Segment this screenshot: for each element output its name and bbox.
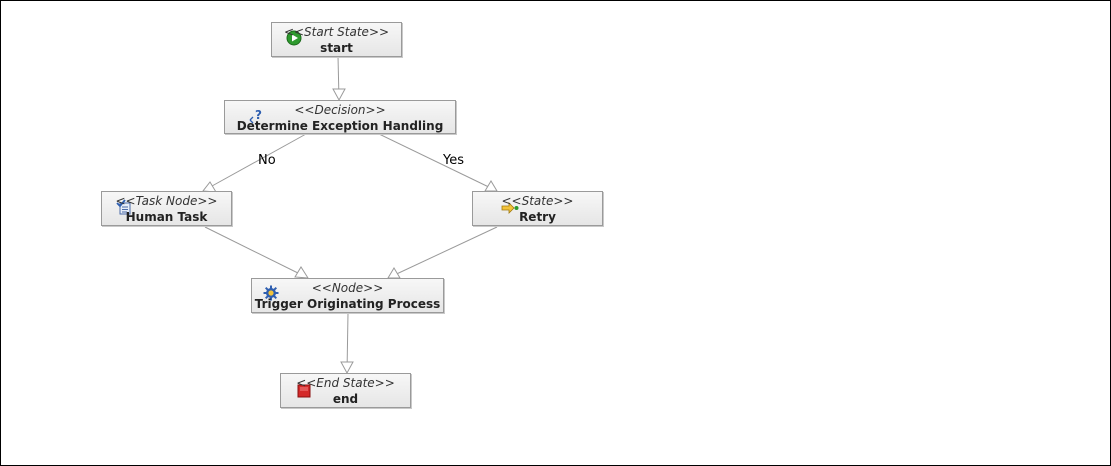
node-end[interactable]: <<End State>> end — [280, 373, 411, 408]
task-icon — [116, 199, 132, 215]
edge-label-no: No — [258, 153, 276, 168]
node-trigger-title: Trigger Originating Process — [254, 297, 441, 311]
arrow-task-trigger — [294, 266, 309, 279]
node-decision[interactable]: ? <<Decision>> Determine Exception Handl… — [224, 100, 456, 134]
node-end-stereotype: <<End State>> — [296, 376, 395, 390]
stop-icon — [297, 383, 313, 399]
arrow-start-decision — [332, 88, 346, 102]
svg-text:?: ? — [255, 108, 262, 122]
edge-label-yes: Yes — [443, 153, 464, 168]
gear-icon — [263, 285, 279, 301]
node-trigger-stereotype: <<Node>> — [311, 281, 384, 295]
node-trigger[interactable]: <<Node>> Trigger Originating Process — [251, 278, 444, 313]
node-task[interactable]: <<Task Node>> Human Task — [101, 191, 232, 226]
node-task-stereotype: <<Task Node>> — [115, 194, 218, 208]
node-end-title: end — [332, 392, 359, 406]
state-icon — [501, 200, 519, 216]
node-decision-title: Determine Exception Handling — [236, 119, 444, 133]
node-start-stereotype: <<Start State>> — [283, 25, 390, 39]
decision-icon: ? — [247, 107, 263, 124]
edge-decision-task[interactable] — [202, 133, 307, 192]
node-start[interactable]: <<Start State>> start — [271, 22, 402, 57]
edge-decision-retry[interactable] — [378, 133, 498, 192]
node-retry-title: Retry — [519, 210, 556, 224]
node-task-title: Human Task — [125, 210, 208, 224]
arrow-trigger-end — [340, 361, 354, 375]
edge-task-trigger[interactable] — [204, 226, 309, 279]
play-icon — [286, 30, 302, 46]
node-retry[interactable]: <<State>> Retry — [472, 191, 603, 226]
node-start-title: start — [320, 41, 353, 55]
node-decision-stereotype: <<Decision>> — [294, 103, 386, 117]
node-retry-stereotype: <<State>> — [501, 194, 574, 208]
edge-retry-trigger[interactable] — [387, 226, 498, 279]
